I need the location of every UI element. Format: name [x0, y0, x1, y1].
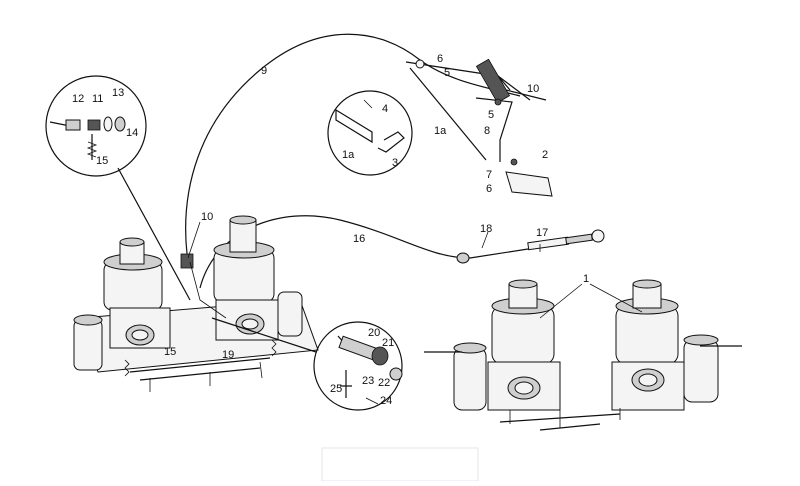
callout-14: 14 — [126, 127, 138, 139]
callout-13: 13 — [112, 87, 124, 99]
callout-3: 3 — [392, 157, 398, 169]
left-carburettor-assembly — [73, 215, 319, 392]
callout-24: 24 — [380, 395, 392, 407]
detail-leader-upper-left — [117, 167, 191, 301]
callout-15-carb: 15 — [164, 346, 176, 358]
right-carburettor-pair — [424, 279, 742, 431]
callout-22: 22 — [378, 377, 390, 389]
callout-1a-pedal: 1a — [434, 125, 447, 137]
callout-5-top: 5 — [444, 67, 450, 79]
detail-circle-pedal — [327, 90, 413, 176]
callout-leaders — [187, 221, 643, 319]
callout-1a-detail: 1a — [342, 149, 355, 161]
callout-15-detail: 15 — [96, 155, 108, 167]
callout-8: 8 — [484, 125, 490, 137]
callout-6-bottom: 6 — [486, 183, 492, 195]
callout-4: 4 — [382, 103, 388, 115]
callout-21: 21 — [382, 337, 394, 349]
callout-5-mid: 5 — [488, 109, 494, 121]
callout-19: 19 — [222, 349, 234, 361]
callout-10-pedal: 10 — [527, 83, 539, 95]
callout-16: 16 — [353, 233, 365, 245]
callout-20: 20 — [368, 327, 380, 339]
callout-25: 25 — [330, 383, 342, 395]
callout-2: 2 — [542, 149, 548, 161]
callout-7: 7 — [486, 169, 492, 181]
callout-6-top: 6 — [437, 53, 443, 65]
detail-circle-lower — [313, 321, 403, 411]
throttle-pedal-assembly — [405, 58, 553, 197]
detail-leader-lower — [211, 317, 317, 353]
callout-17: 17 — [536, 227, 548, 239]
callout-23: 23 — [362, 375, 374, 387]
detail-circle-upper-left — [45, 75, 147, 177]
callout-18: 18 — [480, 223, 492, 235]
callout-10-carb: 10 — [201, 211, 213, 223]
callout-12: 12 — [72, 93, 84, 105]
choke-cable-end-fitting — [456, 229, 605, 264]
empty-frame — [321, 447, 479, 482]
callout-9: 9 — [261, 65, 267, 77]
callout-1: 1 — [583, 273, 589, 285]
throttle-cable-9 — [185, 33, 521, 263]
callout-11: 11 — [92, 93, 103, 105]
